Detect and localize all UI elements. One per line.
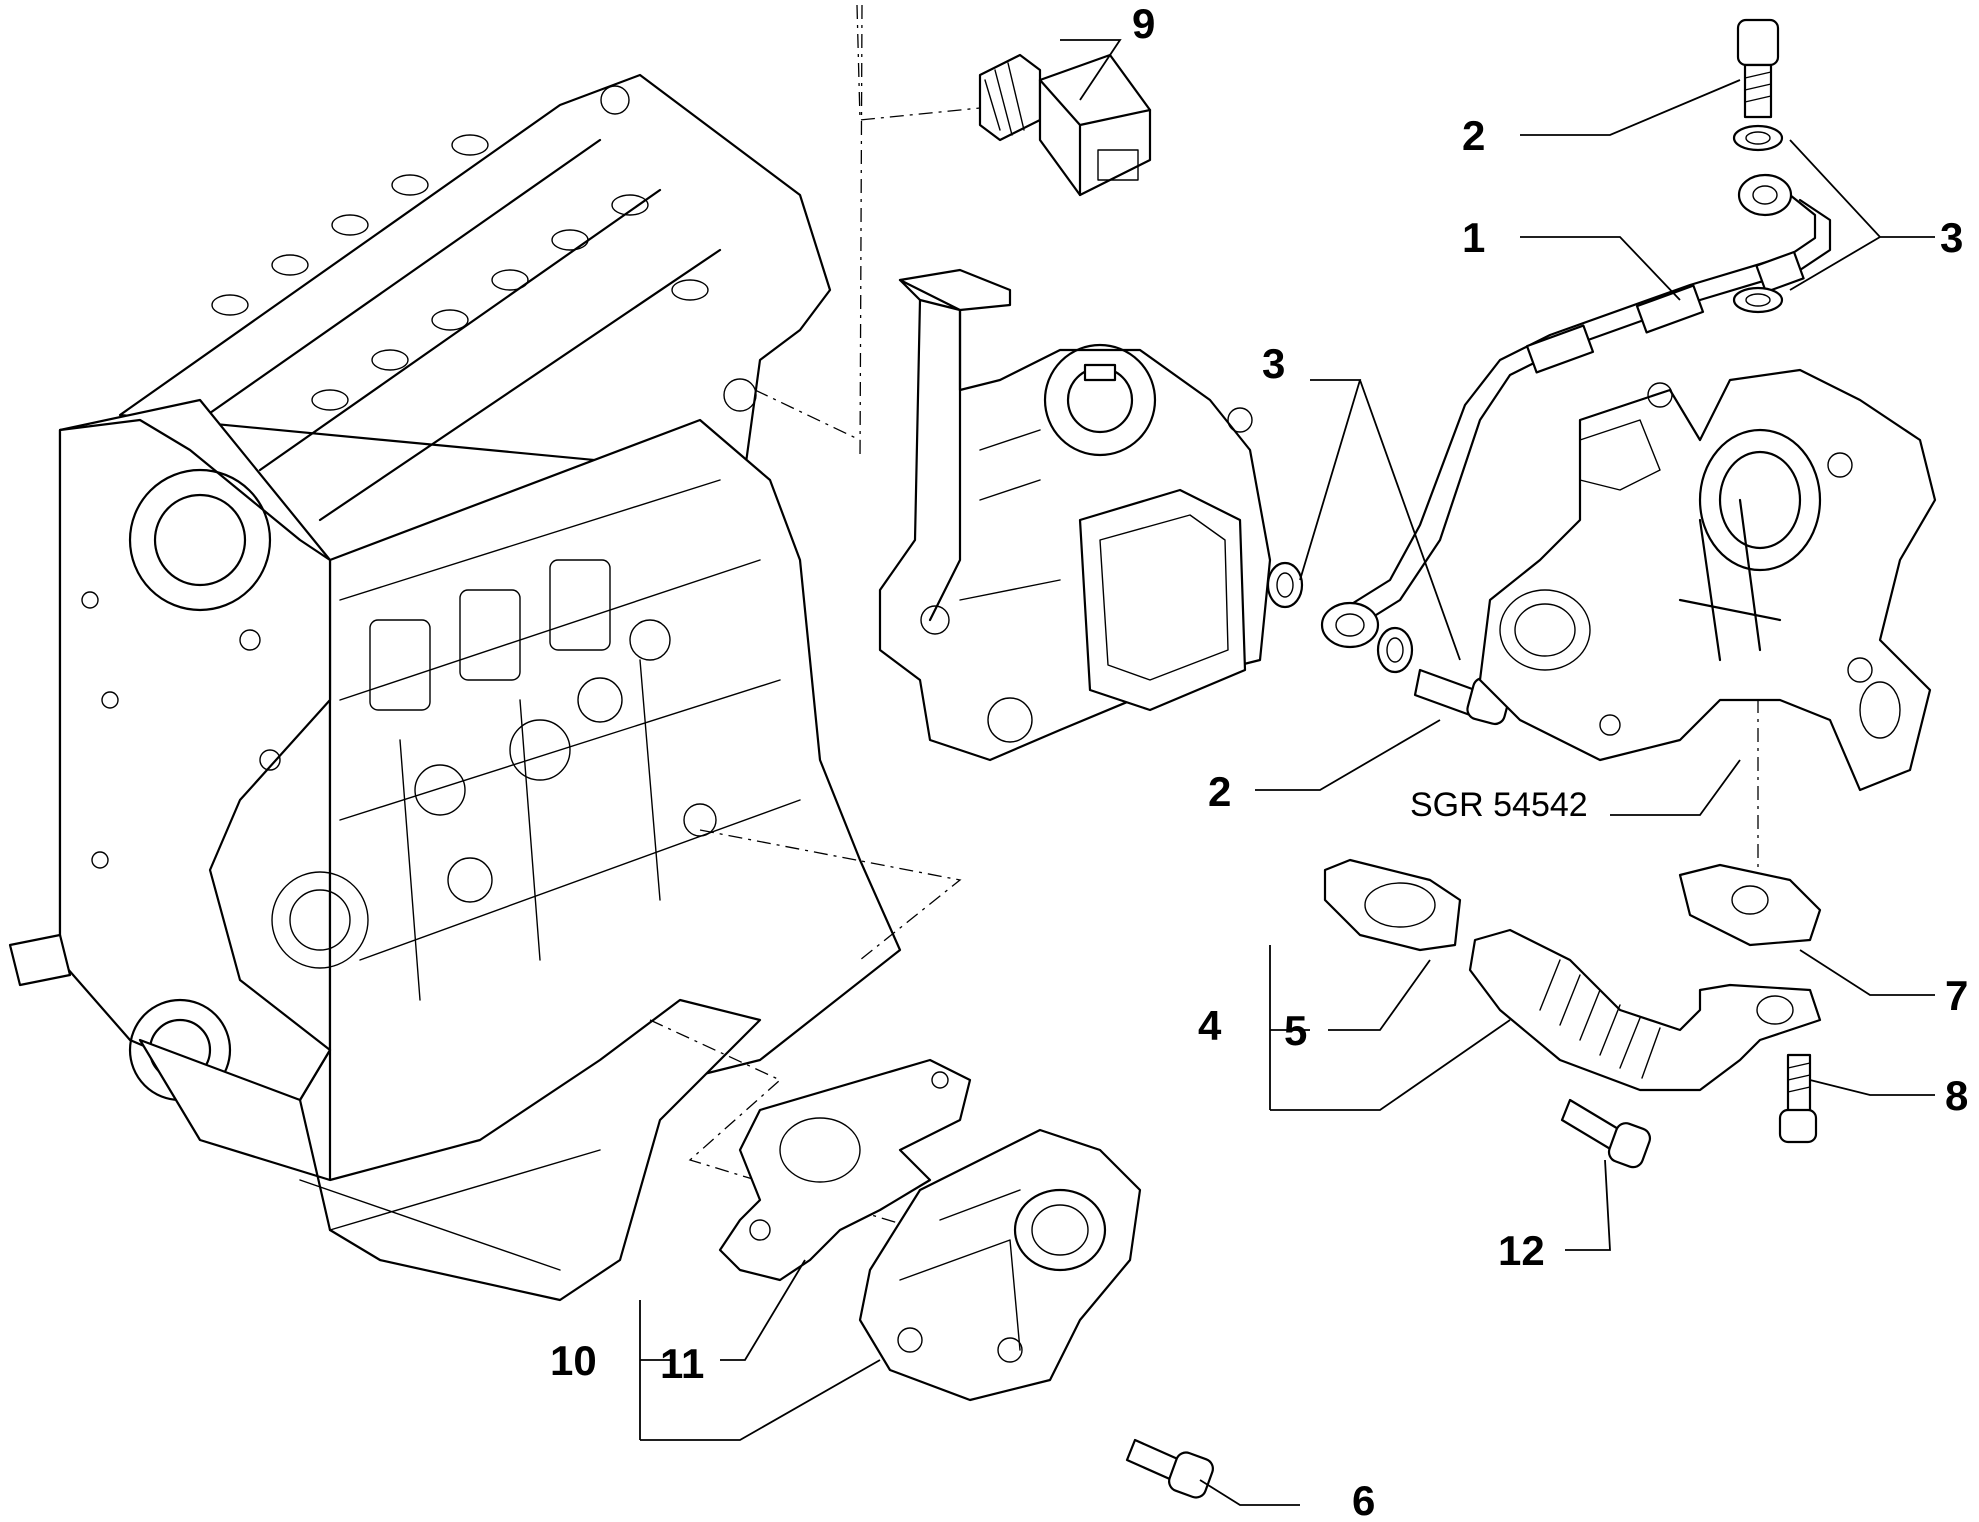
callout-3-mid: 3 (1262, 340, 1285, 387)
leader-lines (639, 39, 1935, 1506)
part-8-stud (1778, 1053, 1818, 1144)
callout-11: 11 (660, 1340, 704, 1387)
part-9-sensor (978, 53, 1152, 197)
reference-code: SGR 54542 (1410, 786, 1588, 824)
part-5-gasket (1323, 858, 1462, 952)
callout-numbers: 9 2 1 3 3 2 SGR 54542 7 8 4 5 12 10 11 6 (550, 0, 1968, 1522)
callout-8: 8 (1945, 1072, 1968, 1119)
callout-9: 9 (1132, 0, 1155, 47)
callout-12: 12 (1498, 1227, 1545, 1274)
part-6-bolt (1125, 1438, 1214, 1499)
part-7-gasket (1678, 863, 1822, 947)
callout-5: 5 (1284, 1007, 1307, 1054)
engine-block (8, 73, 902, 1302)
callout-1: 1 (1462, 214, 1485, 261)
callout-7: 7 (1945, 972, 1968, 1019)
callout-2-mid: 2 (1208, 768, 1231, 815)
part-4-connecting-pipe (1468, 928, 1822, 1092)
callout-2-top: 2 (1462, 112, 1485, 159)
high-pressure-pump (878, 268, 1272, 762)
part-2-banjo-bolt-top (1736, 18, 1780, 119)
part-10-pump (858, 1128, 1142, 1402)
callout-6: 6 (1352, 1477, 1375, 1522)
callout-3-right: 3 (1940, 214, 1963, 261)
part-1-oil-pipe (1320, 173, 1832, 649)
callout-10: 10 (550, 1337, 597, 1384)
part-3-washers (1266, 124, 1784, 674)
part-11-gasket (718, 1058, 972, 1282)
vacuum-pump (1478, 368, 1937, 792)
callout-4: 4 (1198, 1002, 1222, 1049)
part-12-bolt (1560, 1098, 1652, 1169)
